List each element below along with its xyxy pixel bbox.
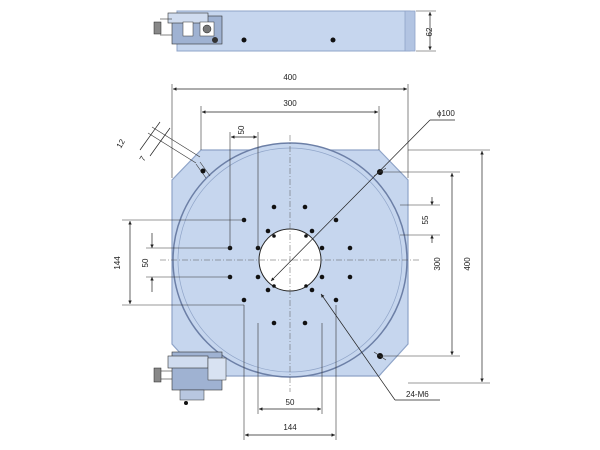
tapped-hole bbox=[309, 287, 315, 293]
dim-144-left: 144 bbox=[113, 256, 122, 270]
tapped-hole bbox=[333, 297, 339, 303]
tapped-hole bbox=[304, 234, 308, 238]
dim-50-bottom: 50 bbox=[286, 398, 295, 407]
dim-62: 62 bbox=[425, 27, 434, 36]
dim-300-right: 300 bbox=[433, 257, 442, 271]
top-view bbox=[153, 135, 420, 405]
side-view: 62 bbox=[153, 10, 436, 52]
tapped-hole bbox=[347, 245, 353, 251]
tapped-hole bbox=[272, 284, 276, 288]
tapped-hole bbox=[319, 274, 325, 280]
motor-block bbox=[153, 351, 227, 405]
tapped-hole bbox=[347, 274, 353, 280]
dim-50-left: 50 bbox=[141, 258, 150, 267]
dim-400-top: 400 bbox=[283, 73, 297, 82]
corner-mount-top-left bbox=[195, 161, 211, 179]
tapped-hole bbox=[265, 287, 271, 293]
side-view-screw-2 bbox=[330, 37, 336, 43]
dim-55: 55 bbox=[421, 215, 430, 224]
tapped-hole bbox=[304, 284, 308, 288]
tapped-hole bbox=[309, 228, 315, 234]
dim-50-top: 50 bbox=[237, 125, 246, 134]
dim-24-m6: 24-M6 bbox=[406, 390, 429, 399]
dim-7: 7 bbox=[138, 154, 148, 163]
motor-knob bbox=[153, 367, 162, 383]
side-view-screw-1 bbox=[241, 37, 247, 43]
tapped-hole bbox=[333, 217, 339, 223]
dim-400-right: 400 bbox=[463, 257, 472, 271]
tapped-hole bbox=[302, 320, 308, 326]
side-view-motor-mount bbox=[167, 12, 209, 24]
dim-300-top: 300 bbox=[283, 99, 297, 108]
tapped-hole bbox=[265, 228, 271, 234]
tapped-hole bbox=[302, 204, 308, 210]
tapped-hole bbox=[271, 204, 277, 210]
tapped-hole bbox=[241, 297, 247, 303]
dimensions: 400 300 50 12 7 ϕ100 55 144 bbox=[113, 73, 490, 440]
side-view-end-block bbox=[404, 10, 416, 52]
tapped-hole bbox=[319, 245, 325, 251]
tapped-hole bbox=[255, 274, 261, 280]
side-view-knob bbox=[153, 21, 162, 35]
tapped-hole bbox=[271, 320, 277, 326]
tapped-hole bbox=[272, 234, 276, 238]
dim-phi-100: ϕ100 bbox=[437, 109, 455, 118]
tapped-holes bbox=[227, 204, 353, 326]
dim-12: 12 bbox=[115, 137, 128, 150]
dim-144-bottom: 144 bbox=[283, 423, 297, 432]
